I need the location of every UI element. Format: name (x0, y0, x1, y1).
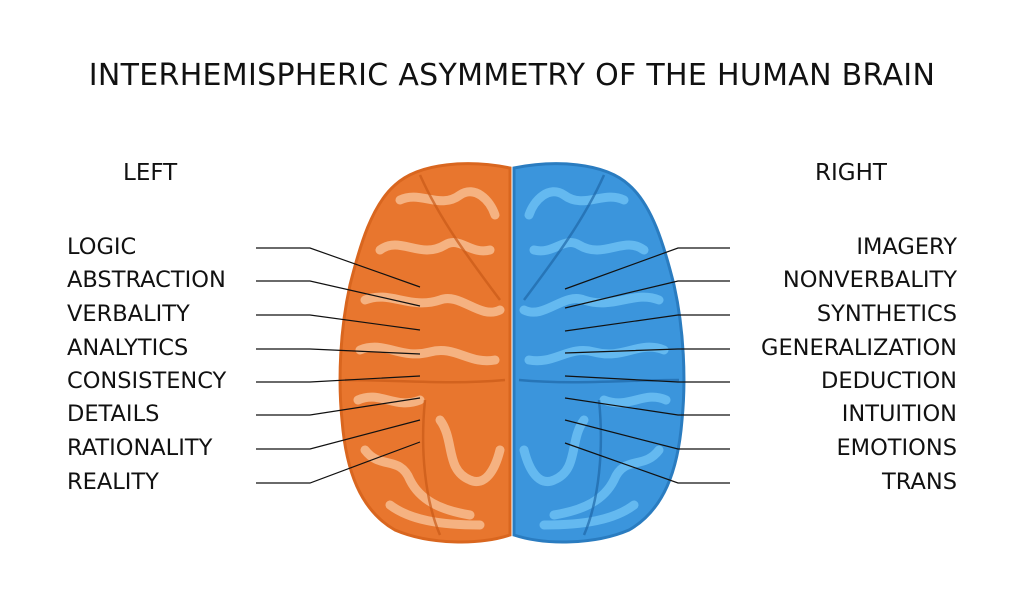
right-label: GENERALIZATION (761, 335, 957, 361)
left-label: CONSISTENCY (67, 368, 227, 394)
left-leader-line (256, 280, 421, 307)
left-leader-line (256, 375, 421, 383)
right-leader-line (564, 442, 730, 484)
left-label: LOGIC (67, 234, 137, 260)
right-label: NONVERBALITY (782, 267, 957, 293)
right-label: SYNTHETICS (816, 301, 957, 327)
left-label: RATIONALITY (67, 435, 213, 461)
right-hemisphere (512, 162, 686, 544)
left-leader-line (256, 419, 421, 450)
left-leader-line (256, 397, 421, 416)
left-hemisphere (338, 162, 512, 544)
diagram-title: INTERHEMISPHERIC ASYMMETRY OF THE HUMAN … (88, 58, 936, 93)
right-label: IMAGERY (856, 234, 957, 260)
right-leader-line (564, 348, 730, 354)
right-label: INTUITION (841, 401, 957, 427)
right-label: EMOTIONS (836, 435, 957, 461)
left-leader-line (256, 314, 421, 331)
right-leader-line (564, 397, 730, 416)
right-leader-line (564, 419, 730, 450)
left-label: DETAILS (67, 401, 160, 427)
left-label: REALITY (67, 469, 159, 495)
left-leader-line (256, 348, 421, 355)
right-label: TRANS (882, 469, 957, 495)
right-leader-line (564, 280, 730, 309)
right-leader-line (564, 314, 730, 332)
right-leader-line (564, 375, 730, 383)
left-label: VERBALITY (67, 301, 190, 327)
left-leader-line (256, 247, 421, 288)
left-leader-line (256, 441, 421, 484)
right-leader-line (564, 247, 730, 290)
left-label: ABSTRACTION (67, 267, 226, 293)
left-heading: LEFT (123, 160, 178, 186)
left-label: ANALYTICS (67, 335, 189, 361)
right-label: DEDUCTION (821, 368, 957, 394)
right-heading: RIGHT (815, 160, 887, 186)
